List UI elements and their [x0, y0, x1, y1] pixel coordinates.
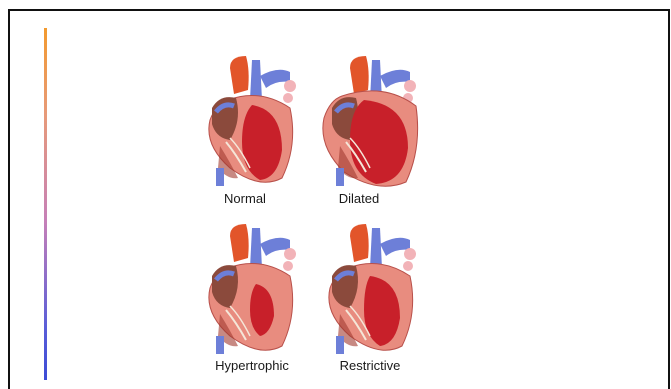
label-dilated: Dilated [329, 191, 389, 206]
restrictive-heart-illustration [310, 218, 420, 358]
label-hypertrophic: Hypertrophic [200, 358, 304, 373]
normal-heart-illustration [190, 50, 300, 190]
label-normal: Normal [215, 191, 275, 206]
accent-bar [44, 28, 47, 380]
label-restrictive: Restrictive [328, 358, 412, 373]
dilated-heart-illustration [310, 50, 420, 190]
hypertrophic-heart-illustration [190, 218, 300, 358]
